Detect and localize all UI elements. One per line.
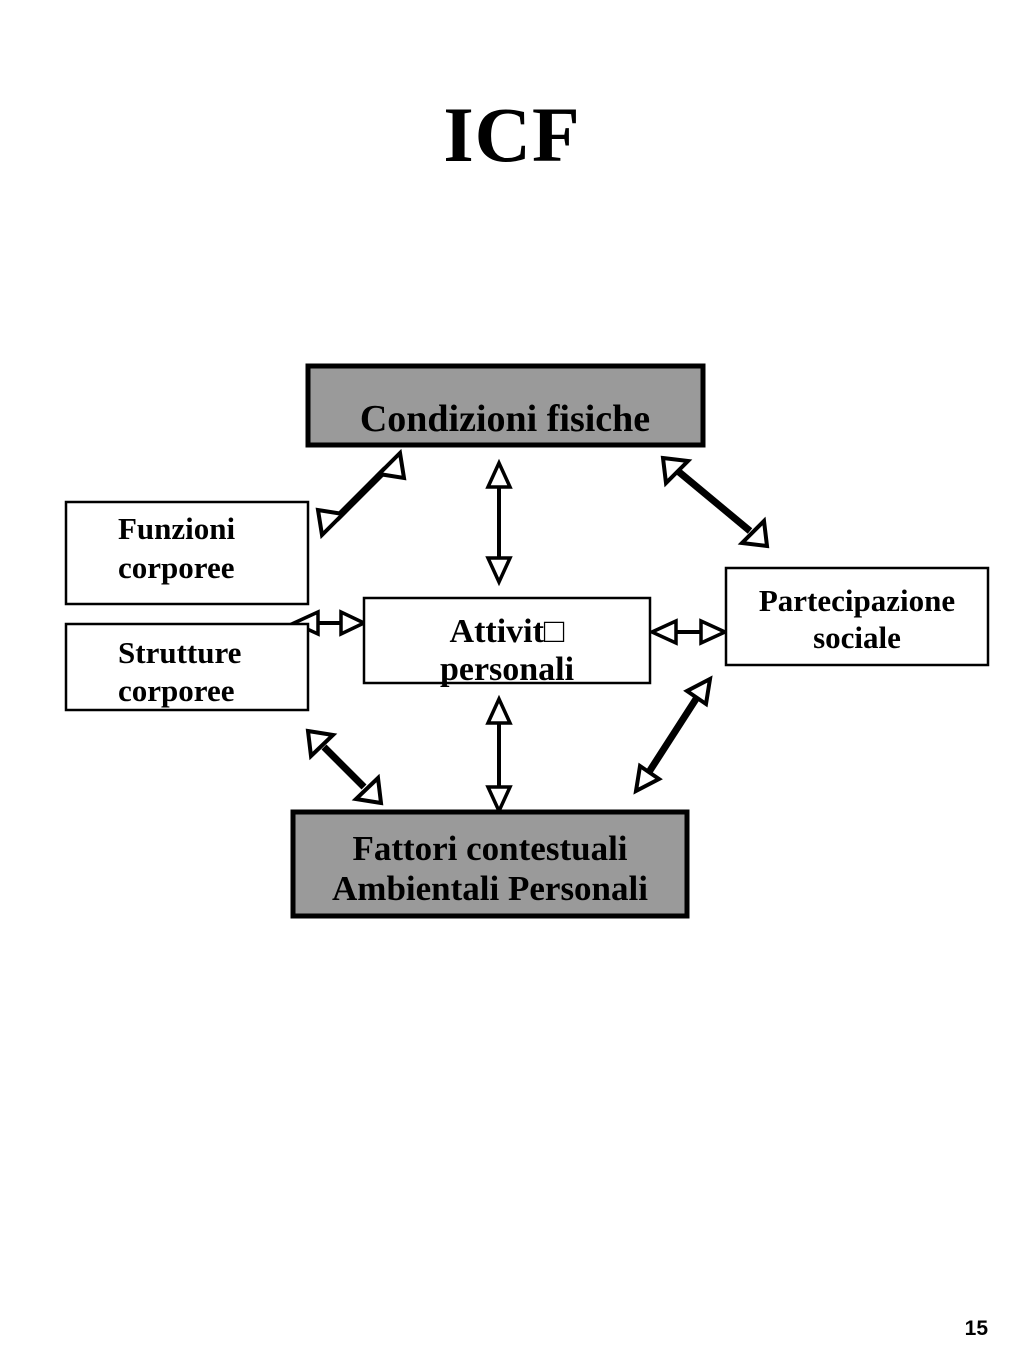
node-partecipazione-sociale-label-line1: Partecipazione (759, 583, 955, 618)
node-condizioni-fisiche[interactable]: Condizioni fisiche (305, 363, 706, 448)
node-attivita-personali[interactable]: Attivit□ personali (362, 596, 652, 688)
node-partecipazione-sociale-label-line2: sociale (813, 620, 901, 655)
node-attivita-personali-label-line1: Attivit□ (450, 613, 565, 650)
node-fattori-contestuali-label-line1: Fattori contestuali (352, 829, 627, 868)
conn-condizioni-funzioni (315, 448, 407, 540)
node-funzioni-corporee[interactable]: Funzioni corporee (64, 500, 310, 606)
conn-condizioni-attivita (485, 458, 513, 587)
page-title: ICF (443, 91, 581, 178)
node-fattori-contestuali-label-line2: Ambientali Personali (332, 869, 648, 908)
conn-attivita-fattori (485, 694, 513, 816)
node-condizioni-fisiche-label: Condizioni fisiche (360, 398, 650, 440)
node-partecipazione-sociale[interactable]: Partecipazione sociale (724, 566, 990, 667)
node-attivita-personali-label-line2: personali (440, 651, 574, 688)
node-strutture-corporee-label-line1: Strutture (118, 635, 241, 670)
conn-condizioni-partecipazione (660, 455, 770, 549)
page-number: 15 (964, 1317, 988, 1340)
node-fattori-contestuali[interactable]: Fattori contestuali Ambientali Personali (290, 809, 690, 919)
conn-partecipazione-fattori (633, 675, 713, 795)
conn-corporee-fattori (305, 728, 384, 806)
conn-attivita-partecipazione (647, 618, 730, 646)
node-funzioni-corporee-label-line1: Funzioni (118, 511, 236, 546)
node-strutture-corporee[interactable]: Strutture corporee (64, 622, 310, 712)
node-strutture-corporee-label-line2: corporee (118, 673, 234, 708)
node-funzioni-corporee-label-line2: corporee (118, 550, 234, 585)
